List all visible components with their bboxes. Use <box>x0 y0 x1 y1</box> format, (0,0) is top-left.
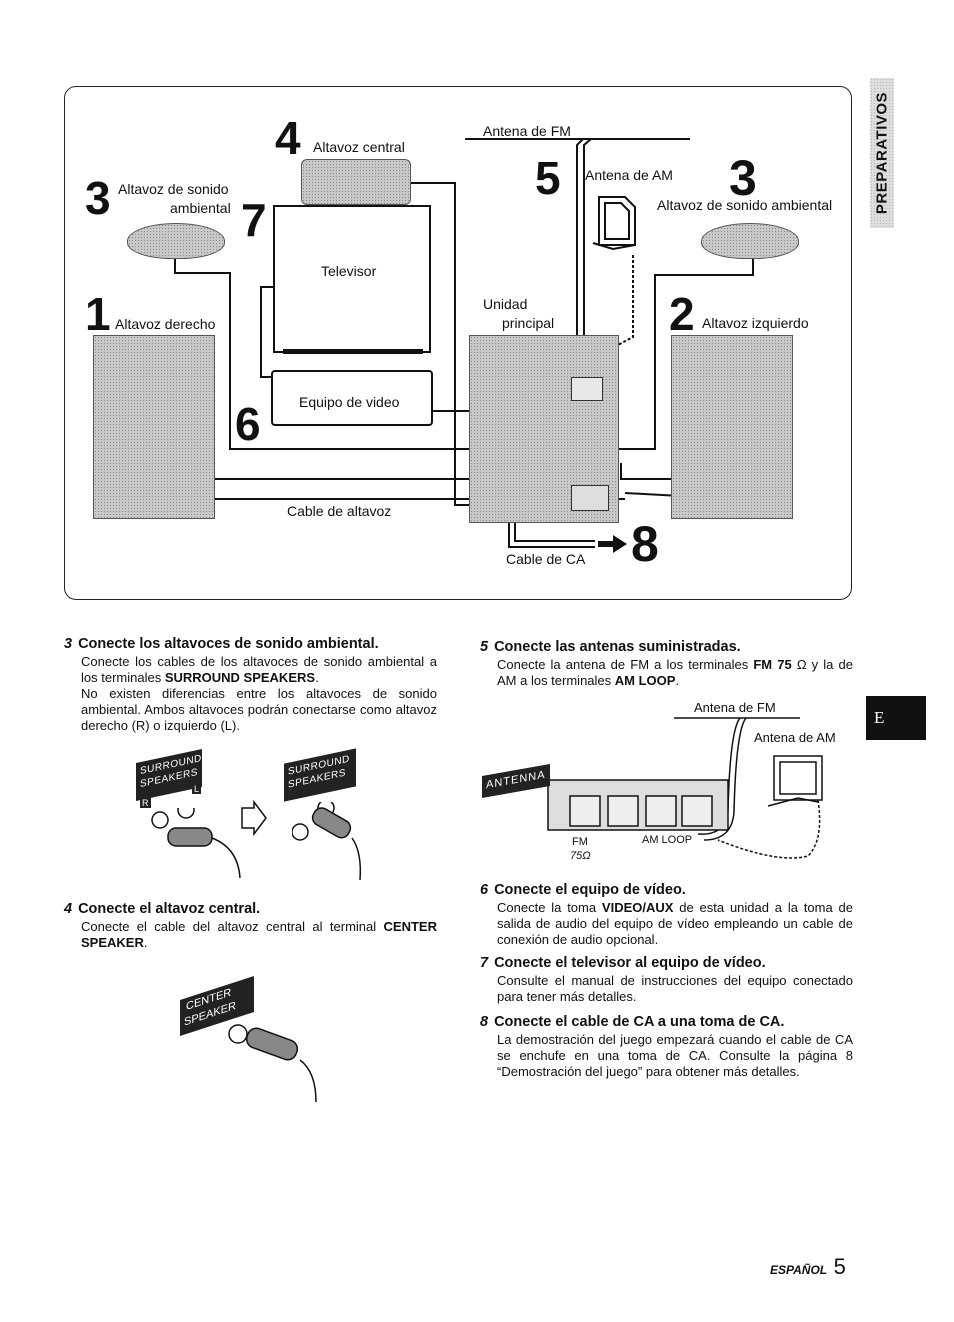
s6-video-term: VIDEO/AUX <box>601 900 674 915</box>
section-3-number: 3 <box>64 636 73 652</box>
terminal-block <box>571 377 603 401</box>
section-3-paragraph-1: Conecte los cables de los altavoces de s… <box>81 654 437 686</box>
main-unit <box>469 335 619 523</box>
section-7-title: 7 Conecte el televisor al equipo de vídeo… <box>480 955 766 972</box>
section-3-heading: Conecte los altavoces de sonido ambienta… <box>78 636 379 652</box>
surround-connector-right <box>291 799 372 882</box>
section-5-number: 5 <box>480 639 489 655</box>
surround-connector-left <box>150 801 241 879</box>
surround-right-label: Altavoz de sonido ambiental <box>657 197 833 213</box>
center-speaker <box>301 159 411 205</box>
section-7-paragraph: Consulte el manual de instrucciones del … <box>497 973 853 1004</box>
section-8-heading: Conecte el cable de CA a una toma de CA. <box>494 1014 785 1030</box>
center-connector <box>228 1024 317 1103</box>
center-speaker-label: Altavoz central <box>313 139 405 155</box>
step-number-2: 2 <box>669 288 695 340</box>
s5-text-a: Conecte la antena de FM a los terminales <box>497 657 754 672</box>
illus-am-antenna-label: Antena de AM <box>754 730 836 745</box>
video-label: Equipo de video <box>299 394 400 410</box>
step-number-6: 6 <box>235 398 261 450</box>
section-5-title: 5 Conecte las antenas suministradas. <box>480 639 741 656</box>
section-6-number: 6 <box>480 882 489 898</box>
illus-fm75-label: 75Ω <box>570 850 591 862</box>
side-tab-label: PREPARATIVOS <box>866 78 898 238</box>
section-4-heading: Conecte el altavoz central. <box>78 901 261 917</box>
step-number-8: 8 <box>631 516 659 572</box>
s6-text-a: Conecte la toma <box>497 900 602 915</box>
page-footer: ESPAÑOL 5 <box>770 1254 860 1280</box>
surround-speaker-left <box>127 223 225 259</box>
s4-text-c: . <box>143 935 148 950</box>
page-number: 5 <box>833 1254 846 1279</box>
language-tab: E <box>866 696 926 740</box>
step-number-7: 7 <box>241 194 267 246</box>
step-number-5: 5 <box>535 152 561 204</box>
s5-text-c: Ω y la de AM a los terminales <box>497 657 853 688</box>
speaker-cable-label: Cable de altavoz <box>287 503 392 519</box>
s5-text-e: . <box>675 673 680 688</box>
step-number-3-right: 3 <box>729 150 757 206</box>
main-unit-label-2: principal <box>502 315 555 331</box>
right-front-speaker <box>93 335 215 519</box>
section-8-title: 8 Conecte el cable de CA a una toma de CA… <box>480 1014 784 1031</box>
s3-text-a: Conecte los cables de los altavoces de s… <box>81 654 437 685</box>
step-number-1: 1 <box>85 288 111 340</box>
video-equipment: Equipo de video <box>271 370 433 426</box>
ac-cable-label: Cable de CA <box>506 551 586 567</box>
left-front-speaker <box>671 335 793 519</box>
fm-antenna-label: Antena de FM <box>483 123 571 139</box>
section-8-paragraph: La demostración del juego empezará cuand… <box>497 1032 853 1079</box>
antenna-illustration: ANTENNA Antena de FM Antena de AM FM 75Ω… <box>478 700 858 876</box>
section-5-heading: Conecte las antenas suministradas. <box>494 639 741 655</box>
surround-panel-right: SURROUND SPEAKERS <box>284 748 356 802</box>
main-unit-label-1: Unidad <box>483 296 528 312</box>
step-number-3-left: 3 <box>85 172 111 224</box>
section-4-title: 4 Conecte el altavoz central. <box>64 901 260 918</box>
footer-language: ESPAÑOL <box>770 1263 828 1277</box>
section-3-title: 3 Conecte los altavoces de sonido ambient… <box>64 636 379 653</box>
surround-left-r-marker: R <box>140 798 151 808</box>
section-7-number: 7 <box>480 955 489 971</box>
surround-speaker-right <box>701 223 799 259</box>
illus-fm-label: FM <box>572 836 588 848</box>
speaker-terminal-block <box>571 485 609 511</box>
section-8-number: 8 <box>480 1014 489 1030</box>
section-6-heading: Conecte el equipo de vídeo. <box>494 882 686 898</box>
illus-am-loop-label: AM LOOP <box>642 834 693 846</box>
section-5-paragraph: Conecte la antena de FM a los terminales… <box>497 657 853 689</box>
arrow-icon <box>241 800 267 836</box>
right-speaker-label: Altavoz derecho <box>115 316 216 332</box>
surround-left-label-1: Altavoz de sonido <box>118 181 229 197</box>
section-7-heading: Conecte el televisor al equipo de vídeo. <box>494 955 766 971</box>
center-terminal-illustration: CENTER SPEAKER <box>176 974 326 1104</box>
antenna-illustration-drawing <box>547 717 823 859</box>
surround-left-label-2: ambiental <box>170 200 231 216</box>
surround-left-l-marker: L <box>192 784 202 794</box>
s3-surround-term: SURROUND SPEAKERS <box>164 670 316 685</box>
surround-terminal-illustration: SURROUND SPEAKERS R L SURROUND SPEAKERS <box>130 746 370 882</box>
s4-center-term: CENTER SPEAKER <box>81 919 437 950</box>
s5-fm-term: FM 75 <box>753 657 792 672</box>
connection-diagram: Televisor Equipo de video Antena de FM A… <box>64 86 852 600</box>
s6-text-c: de esta unidad a la toma de salida de au… <box>497 900 853 947</box>
am-antenna-label: Antena de AM <box>585 167 673 183</box>
tv: Televisor <box>273 205 431 353</box>
section-6-paragraph: Conecte la toma VIDEO/AUX de esta unidad… <box>497 900 853 948</box>
s4-text-a: Conecte el cable del altavoz central al … <box>81 919 384 934</box>
step-number-4: 4 <box>275 112 301 164</box>
language-tab-letter: E <box>874 708 885 727</box>
section-6-title: 6 Conecte el equipo de vídeo. <box>480 882 686 899</box>
tv-label: Televisor <box>321 263 377 279</box>
section-4-paragraph: Conecte el cable del altavoz central al … <box>81 919 437 951</box>
section-4-number: 4 <box>64 901 73 917</box>
illus-fm-antenna-label: Antena de FM <box>694 700 776 715</box>
left-speaker-label: Altavoz izquierdo <box>702 315 809 331</box>
section-3-paragraph-2: No existen diferencias entre los altavoc… <box>81 686 437 733</box>
tv-base <box>283 349 423 354</box>
s3-text-c: . <box>315 670 319 685</box>
s5-am-term: AM LOOP <box>614 673 676 688</box>
